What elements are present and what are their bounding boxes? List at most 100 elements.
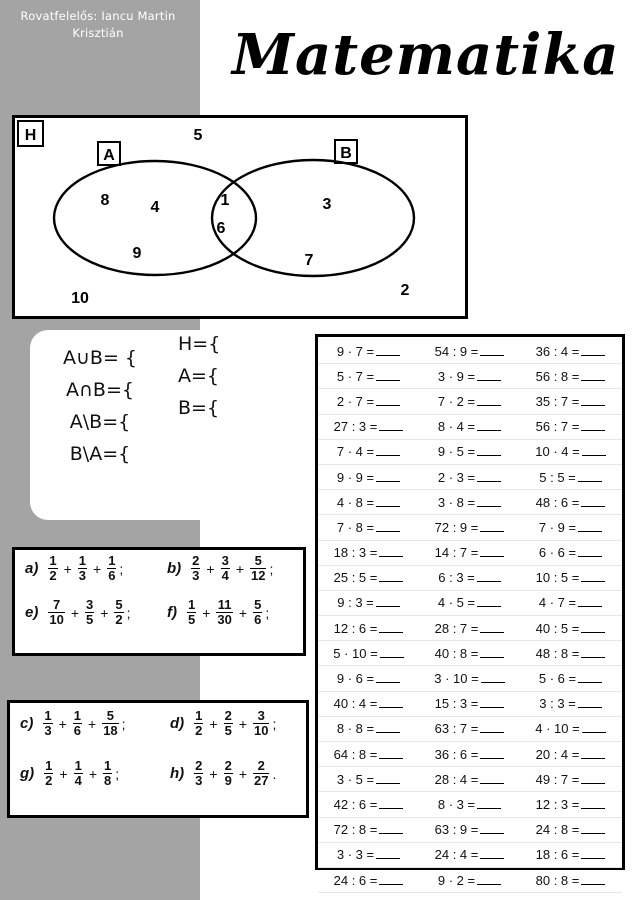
problem-text: 5 : 5 =	[539, 469, 576, 485]
arithmetic-problem: 4 · 10 =	[520, 721, 621, 736]
answer-blank[interactable]	[477, 496, 502, 507]
answer-blank[interactable]	[376, 370, 401, 381]
operations-row: 27 : 3 =8 · 4 =56 : 7 =	[318, 415, 622, 440]
answer-blank[interactable]	[581, 773, 606, 784]
exercise-label: f)	[167, 604, 177, 621]
problem-text: 80 : 8 =	[535, 872, 580, 888]
answer-blank[interactable]	[480, 672, 505, 684]
answer-blank[interactable]	[379, 420, 404, 432]
answer-blank[interactable]	[379, 622, 404, 633]
answer-blank[interactable]	[477, 798, 502, 809]
answer-blank[interactable]	[376, 848, 401, 860]
arithmetic-problem: 3 · 5 =	[318, 772, 419, 787]
arithmetic-problem: 40 : 8 =	[419, 646, 520, 661]
answer-blank[interactable]	[581, 571, 606, 583]
answer-blank[interactable]	[376, 773, 401, 784]
answer-blank[interactable]	[376, 722, 401, 734]
problem-text: 5 · 6 =	[538, 671, 577, 687]
plus-sign: +	[70, 604, 79, 621]
answer-blank[interactable]	[577, 697, 602, 709]
answer-blank[interactable]	[376, 521, 401, 532]
answer-blank[interactable]	[480, 622, 505, 633]
answer-blank[interactable]	[375, 596, 400, 608]
answer-blank[interactable]	[581, 874, 606, 885]
answer-blank[interactable]	[581, 496, 606, 507]
answer-blank[interactable]	[379, 874, 404, 885]
answer-blank[interactable]	[581, 445, 606, 457]
answer-blank[interactable]	[376, 345, 401, 356]
answer-blank[interactable]	[477, 395, 502, 406]
arithmetic-problem: 9 · 6 =	[318, 671, 419, 686]
problem-text: 4 · 7 =	[538, 595, 577, 611]
answer-blank[interactable]	[581, 848, 606, 860]
answer-blank[interactable]	[581, 395, 606, 406]
numerator: 3	[221, 553, 229, 568]
answer-blank[interactable]	[581, 345, 606, 356]
answer-blank[interactable]	[578, 546, 603, 558]
arithmetic-problem: 6 : 3 =	[419, 570, 520, 585]
operations-row: 42 : 6 =8 · 3 =12 : 3 =	[318, 792, 622, 818]
answer-blank[interactable]	[379, 647, 404, 658]
answer-blank[interactable]	[480, 722, 505, 734]
operations-row: 3 · 5 =28 : 4 =49 : 7 =	[318, 767, 622, 793]
answer-blank[interactable]	[480, 773, 505, 784]
answer-blank[interactable]	[477, 420, 502, 432]
answer-blank[interactable]	[477, 874, 502, 885]
problem-text: 6 · 6 =	[538, 545, 577, 561]
answer-blank[interactable]	[480, 345, 505, 356]
answer-blank[interactable]	[480, 647, 505, 658]
answer-blank[interactable]	[581, 823, 606, 835]
answer-blank[interactable]	[581, 370, 606, 381]
answer-blank[interactable]	[581, 722, 606, 734]
answer-blank[interactable]	[480, 521, 505, 532]
answer-blank[interactable]	[581, 798, 606, 809]
plus-sign: +	[235, 560, 245, 577]
answer-blank[interactable]	[379, 823, 404, 835]
answer-blank[interactable]	[379, 798, 404, 809]
answer-blank[interactable]	[477, 370, 502, 381]
problem-text: 10 : 5 =	[535, 570, 580, 586]
answer-blank[interactable]	[477, 445, 502, 457]
operations-grid: 9 · 7 =54 : 9 =36 : 4 =5 · 7 =3 · 9 =56 …	[318, 339, 622, 894]
answer-blank[interactable]	[376, 471, 401, 482]
answer-blank[interactable]	[379, 571, 404, 583]
answer-blank[interactable]	[379, 697, 404, 709]
arithmetic-problem: 3 · 3 =	[318, 847, 419, 862]
answer-blank[interactable]	[376, 395, 401, 406]
answer-blank[interactable]	[480, 697, 505, 709]
exercise-terminator: .	[272, 765, 277, 782]
answer-blank[interactable]	[477, 596, 502, 608]
answer-blank[interactable]	[578, 521, 603, 532]
answer-blank[interactable]	[379, 546, 404, 558]
answer-blank[interactable]	[581, 647, 606, 658]
answer-blank[interactable]	[577, 471, 602, 482]
answer-blank[interactable]	[477, 471, 502, 482]
answer-blank[interactable]	[480, 546, 505, 558]
answer-blank[interactable]	[480, 823, 505, 835]
numerator: 1	[74, 758, 82, 773]
answer-blank[interactable]	[578, 596, 603, 608]
answer-blank[interactable]	[376, 496, 401, 507]
answer-blank[interactable]	[376, 445, 401, 457]
answer-blank[interactable]	[581, 622, 606, 633]
answer-blank[interactable]	[379, 748, 404, 759]
numerator: 1	[44, 708, 52, 723]
numerator: 2	[257, 758, 265, 773]
arithmetic-problem: 10 : 5 =	[520, 570, 621, 585]
problem-text: 2 · 7 =	[336, 393, 375, 409]
answer-blank[interactable]	[376, 672, 401, 684]
answer-blank[interactable]	[480, 748, 505, 759]
numerator: 3	[257, 708, 265, 723]
answer-blank[interactable]	[476, 571, 501, 583]
exercise-terminator: ;	[119, 560, 124, 577]
answer-blank[interactable]	[578, 672, 603, 684]
arithmetic-problem: 4 · 5 =	[419, 595, 520, 610]
arithmetic-problem: 24 : 8 =	[520, 822, 621, 837]
answer-blank[interactable]	[581, 420, 606, 432]
answer-blank[interactable]	[581, 748, 606, 759]
answer-blank[interactable]	[480, 848, 505, 860]
